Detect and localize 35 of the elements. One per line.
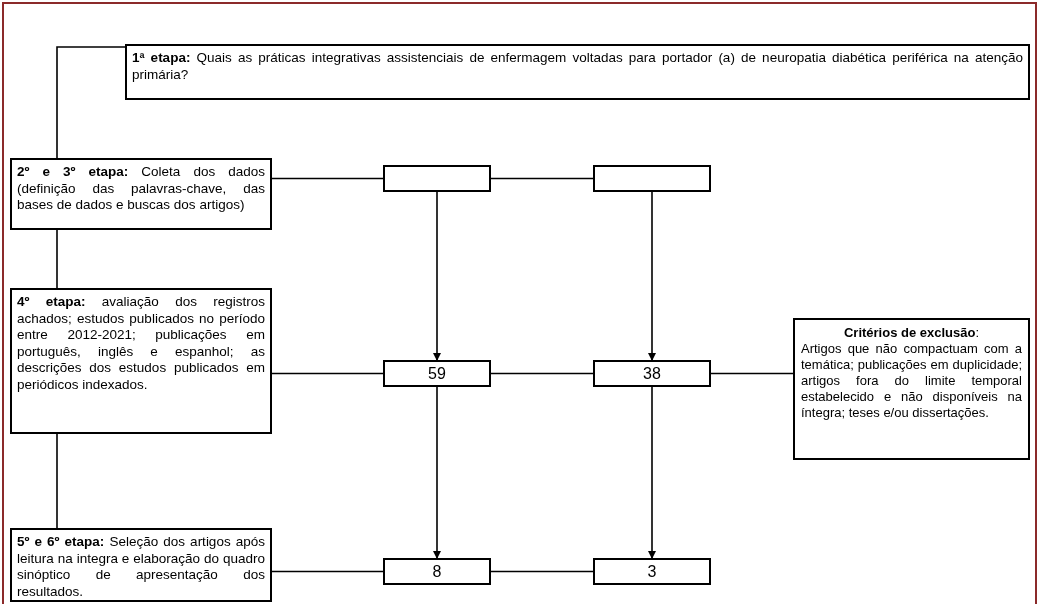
count-text: 8 <box>432 561 442 582</box>
connector-line <box>490 570 594 573</box>
step-text: 4º etapa: avaliação dos registros achados; estudos publicados no período entre 2012-2021; publicações em português, inglês e espanhol; as descrições dos estudos publicados em periódicos indexados. <box>17 294 265 393</box>
step-box <box>10 528 272 602</box>
connector-line <box>710 372 794 375</box>
count-box <box>593 360 711 387</box>
database-box <box>593 165 711 192</box>
step-text: 2º e 3º etapa: Coleta dos dados (definição das palavras-chave, das bases de dados e buscas dos artigos) <box>17 164 265 214</box>
criteria-text: Artigos que não compactuam com a temática; publicações em duplicidade; artigos fora do limite temporal estabelecido e não disponíveis na íntegra; teses e/ou dissertações. <box>801 341 1022 421</box>
connector-line <box>271 372 384 375</box>
count-box <box>383 360 491 387</box>
criteria-heading: Critérios de exclusão: <box>842 325 981 341</box>
arrow <box>648 191 656 361</box>
step-text: 5º e 6º etapa: Seleção dos artigos após leitura na integra e elaboração do quadro sinóptico de apresentação dos resultados. <box>17 534 265 600</box>
step-text: 1ª etapa: Quais as práticas integrativas assistenciais de enfermagem voltadas para portador (a) de neuropatia diabética periférica na atenção primária? <box>132 50 1023 83</box>
step-box <box>10 158 272 230</box>
arrow <box>433 386 441 559</box>
step-box <box>10 288 272 434</box>
connector-line <box>56 229 58 289</box>
connector-line <box>56 46 126 159</box>
connector-line <box>490 372 594 375</box>
connector-line <box>56 433 58 529</box>
connector-line <box>271 570 384 573</box>
count-text: 59 <box>428 363 446 384</box>
step-box <box>125 44 1030 100</box>
arrow <box>433 191 441 361</box>
connector-line <box>490 177 594 180</box>
count-text: 3 <box>647 561 657 582</box>
database-box <box>383 165 491 192</box>
count-box <box>593 558 711 585</box>
criteria-box <box>793 318 1030 460</box>
count-text: 38 <box>643 363 661 384</box>
count-box <box>383 558 491 585</box>
connector-line <box>271 177 384 180</box>
arrow <box>648 386 656 559</box>
